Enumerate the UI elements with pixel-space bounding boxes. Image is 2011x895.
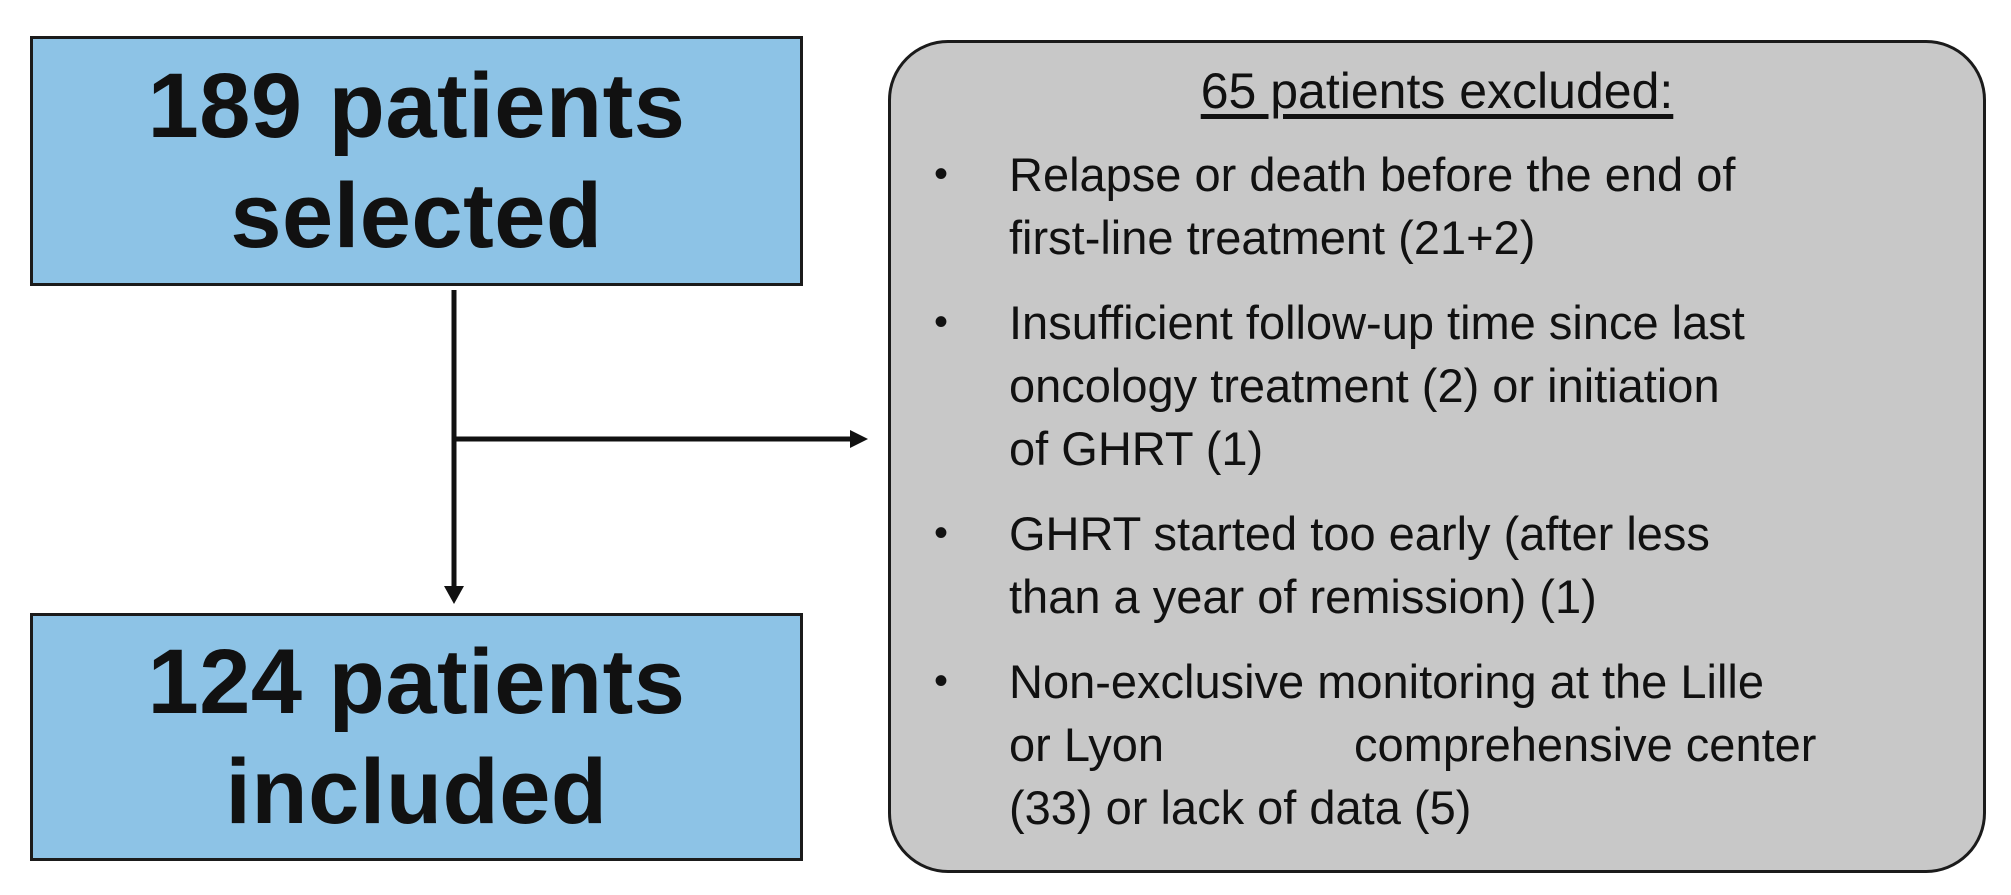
- exclusion-text-line: of GHRT (1): [1009, 422, 1264, 475]
- bullet-icon: •: [934, 659, 949, 703]
- exclusion-item-follow-up: • Insufficient follow-up time since last…: [891, 291, 1969, 480]
- exclusion-text-line: Non-exclusive monitoring at the Lille: [1009, 655, 1764, 708]
- exclusion-text-line: first-line treatment (21+2): [1009, 211, 1536, 264]
- included-patients-box: 124 patients included: [30, 613, 803, 861]
- exclusion-text-fragment: comprehensive center: [1354, 718, 1817, 771]
- bullet-icon: •: [934, 152, 949, 196]
- exclusion-text-line: (33) or lack of data (5): [1009, 781, 1472, 834]
- exclusion-list: • Relapse or death before the end of fir…: [891, 143, 1969, 861]
- exclusion-text-fragment: or Lyon: [1009, 718, 1165, 771]
- exclusion-text-line: than a year of remission) (1): [1009, 570, 1597, 623]
- right-arrowhead: [850, 430, 868, 448]
- down-arrowhead: [444, 586, 464, 604]
- included-count-text: 124 patients: [147, 631, 686, 733]
- exclusion-item-monitoring: • Non-exclusive monitoring at the Lille …: [891, 650, 1969, 839]
- exclusion-text-line: GHRT started too early (after less: [1009, 507, 1710, 560]
- excluded-patients-box: 65 patients excluded: • Relapse or death…: [888, 40, 1986, 873]
- exclusion-item-relapse: • Relapse or death before the end of fir…: [891, 143, 1969, 269]
- exclusion-text-line: Relapse or death before the end of: [1009, 148, 1736, 201]
- bullet-icon: •: [934, 511, 949, 555]
- exclusion-text-line: oncology treatment (2) or initiation: [1009, 359, 1720, 412]
- included-label-text: included: [225, 741, 608, 843]
- selected-patients-box: 189 patients selected: [30, 36, 803, 286]
- exclusion-item-early-ghrt: • GHRT started too early (after less tha…: [891, 502, 1969, 628]
- selected-count-text: 189 patients: [147, 55, 686, 157]
- bullet-icon: •: [934, 300, 949, 344]
- excluded-title: 65 patients excluded:: [1200, 63, 1674, 119]
- selected-label-text: selected: [230, 165, 603, 267]
- exclusion-text-line: Insufficient follow-up time since last: [1009, 296, 1745, 349]
- exclusion-text-line: or Lyon comprehensive center: [1009, 713, 1969, 776]
